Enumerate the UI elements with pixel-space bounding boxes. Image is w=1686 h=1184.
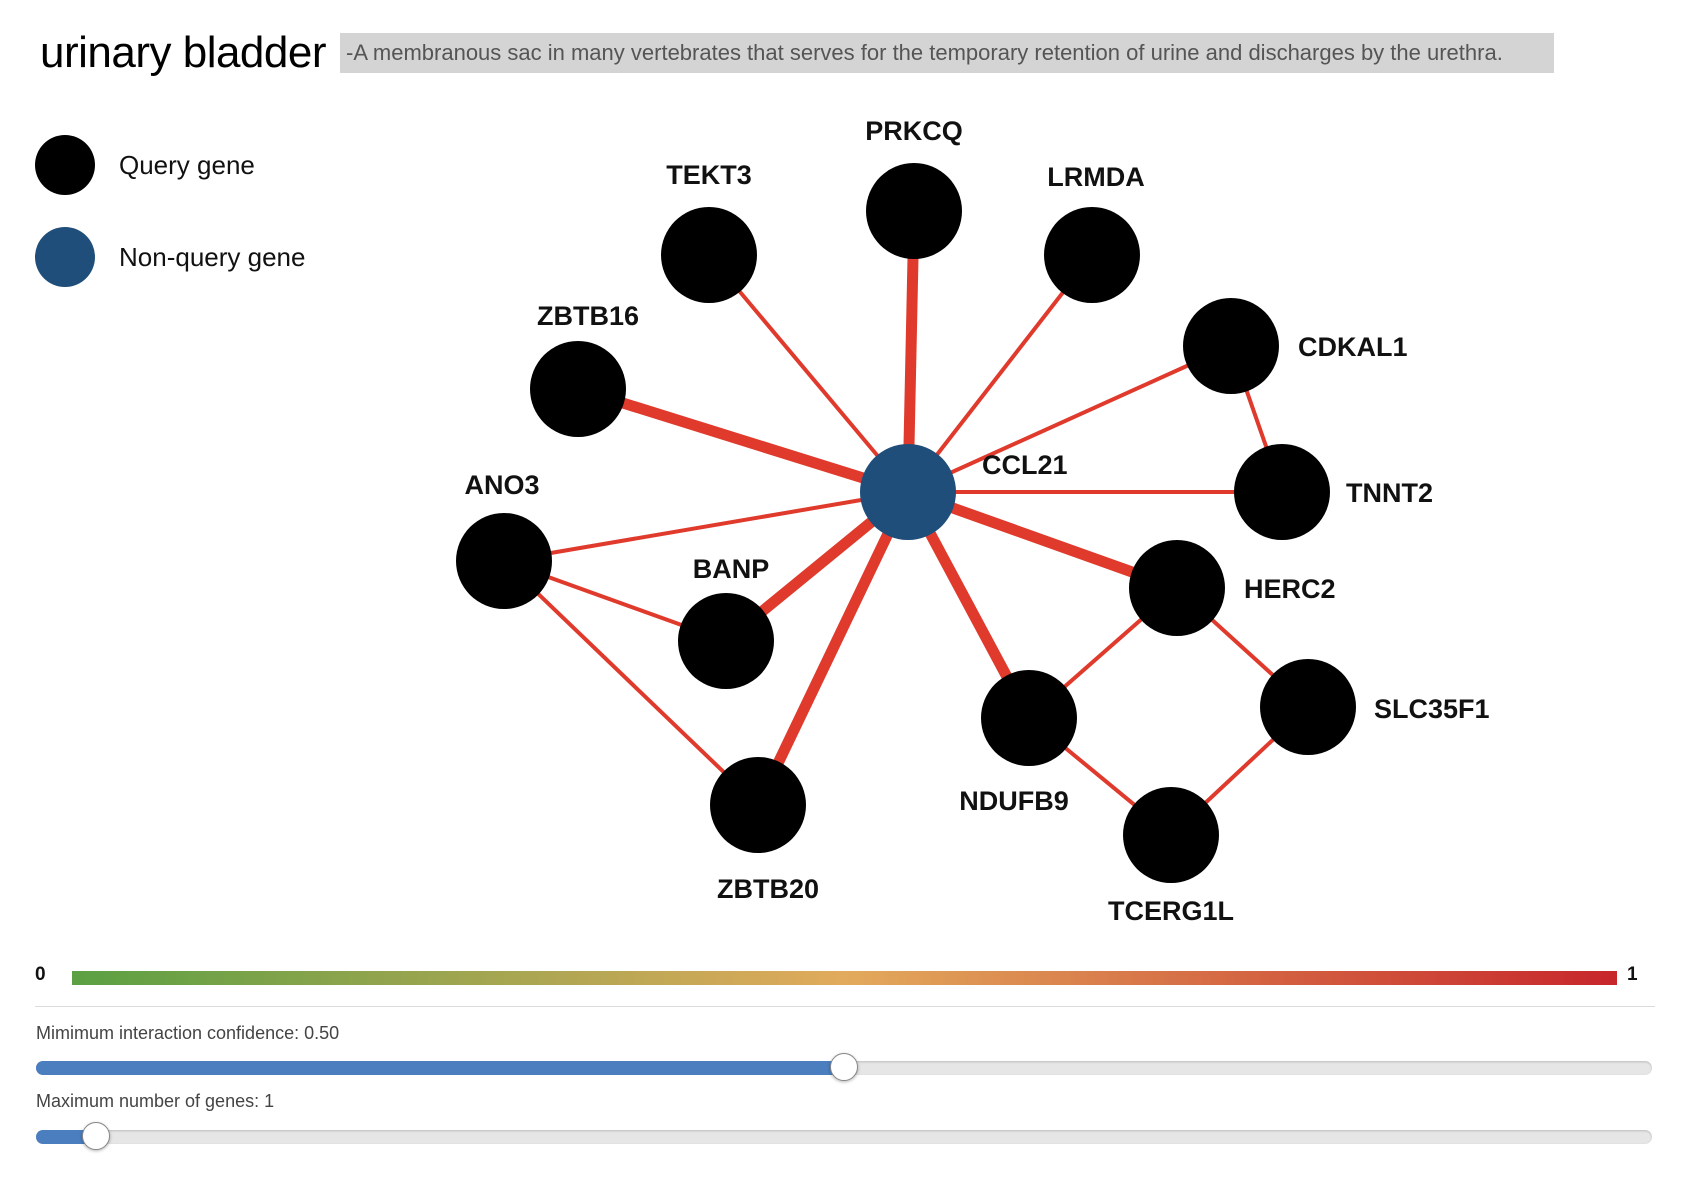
min-confidence-label: Mimimum interaction confidence: 0.50 [36, 1023, 340, 1043]
legend-item-query: Query gene [35, 135, 305, 195]
edge-ano3-zbtb20[interactable] [502, 559, 760, 807]
non-query-gene-swatch [35, 227, 95, 287]
slider-thumb[interactable] [830, 1053, 858, 1081]
gene-label-banp: BANP [693, 554, 770, 584]
min-confidence-slider[interactable] [36, 1053, 1652, 1081]
gene-node-tnnt2[interactable] [1234, 444, 1330, 540]
gene-label-tekt3: TEKT3 [666, 160, 752, 190]
gene-node-prkcq[interactable] [866, 163, 962, 259]
gene-node-ano3[interactable] [456, 513, 552, 609]
legend: Query gene Non-query gene [35, 135, 305, 319]
scale-max-label: 1 [1627, 964, 1638, 985]
edge-ccl21-tekt3[interactable] [707, 253, 910, 494]
gene-node-herc2[interactable] [1129, 540, 1225, 636]
gene-node-zbtb16[interactable] [530, 341, 626, 437]
gene-node-banp[interactable] [678, 593, 774, 689]
page-title: urinary bladder [40, 28, 327, 77]
gene-node-ndufb9[interactable] [981, 670, 1077, 766]
confidence-color-scale: 0 1 [35, 960, 1655, 996]
edge-ccl21-zbtb16[interactable] [576, 383, 910, 498]
gene-label-ndufb9: NDUFB9 [959, 786, 1069, 816]
gene-node-tcerg1l[interactable] [1123, 787, 1219, 883]
gene-node-tekt3[interactable] [661, 207, 757, 303]
color-gradient-bar [72, 971, 1617, 985]
edge-ccl21-zbtb20[interactable] [753, 489, 913, 808]
gene-label-lrmda: LRMDA [1047, 162, 1144, 192]
edge-ccl21-lrmda[interactable] [906, 253, 1094, 494]
gene-node-zbtb20[interactable] [710, 757, 806, 853]
divider [35, 1006, 1655, 1007]
gene-node-slc35f1[interactable] [1260, 659, 1356, 755]
max-genes-slider[interactable] [36, 1122, 1652, 1150]
slider-thumb[interactable] [81, 1122, 110, 1150]
max-genes-label: Maximum number of genes: 1 [36, 1091, 275, 1111]
gene-label-zbtb16: ZBTB16 [537, 301, 639, 331]
gene-label-ccl21: CCL21 [982, 450, 1068, 480]
legend-label: Query gene [119, 149, 255, 180]
edge-ccl21-cdkal1[interactable] [907, 344, 1232, 494]
gene-label-zbtb20: ZBTB20 [717, 874, 819, 904]
gene-label-ano3: ANO3 [464, 470, 539, 500]
slider-fill [36, 1061, 844, 1075]
gene-label-cdkal1: CDKAL1 [1298, 332, 1408, 362]
gene-label-tcerg1l: TCERG1L [1108, 896, 1234, 926]
header: urinary bladder -A membranous sac in man… [40, 28, 1554, 78]
legend-label: Non-query gene [119, 241, 306, 272]
gene-node-ccl21[interactable] [860, 444, 956, 540]
gene-label-tnnt2: TNNT2 [1346, 478, 1433, 508]
legend-item-non-query: Non-query gene [35, 227, 305, 287]
edge-ccl21-ano3[interactable] [503, 490, 909, 563]
gene-label-herc2: HERC2 [1244, 574, 1336, 604]
tissue-description: -A membranous sac in many vertebrates th… [340, 33, 1554, 73]
scale-min-label: 0 [35, 964, 46, 985]
gene-label-prkcq: PRKCQ [865, 116, 963, 146]
slider-fill [36, 1130, 96, 1144]
query-gene-swatch [35, 135, 95, 195]
gene-label-slc35f1: SLC35F1 [1374, 694, 1490, 724]
gene-node-lrmda[interactable] [1044, 207, 1140, 303]
gene-node-cdkal1[interactable] [1183, 298, 1279, 394]
